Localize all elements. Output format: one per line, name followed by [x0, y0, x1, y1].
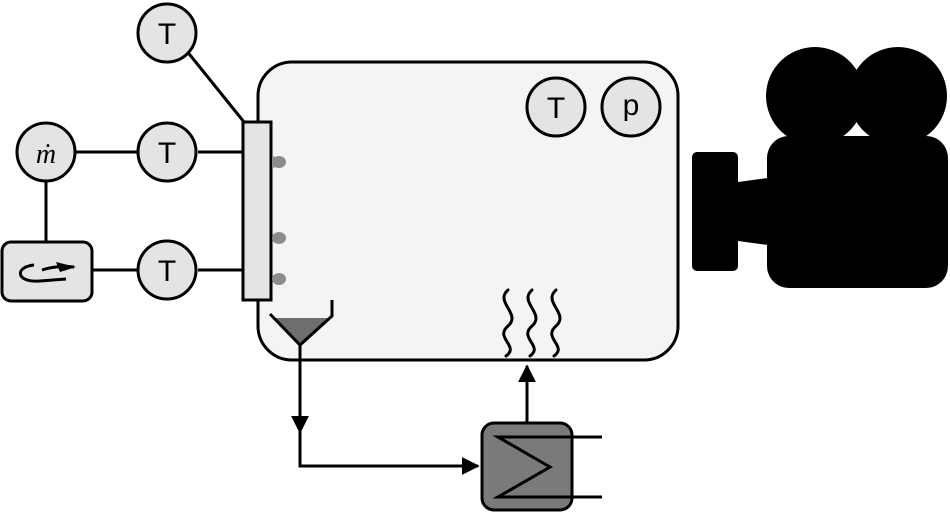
temperature-label: T: [158, 18, 176, 51]
nozzle: [272, 156, 286, 168]
temperature-sensor-return: T: [136, 239, 198, 301]
nozzles: [272, 156, 286, 285]
temperature-label: T: [158, 255, 176, 288]
heat-exchanger-icon: [480, 421, 602, 512]
inlet-manifold: [241, 120, 273, 302]
temperature-label: T: [158, 137, 176, 170]
heat-waves-icon: [502, 288, 562, 358]
temperature-sensor-inlet: T: [136, 121, 198, 183]
chamber-temperature-sensor: T: [525, 76, 587, 138]
temperature-label: T: [547, 92, 565, 125]
drain-line: [291, 345, 480, 475]
collection-funnel-icon: [268, 300, 334, 348]
temperature-sensor-top: T: [136, 2, 198, 64]
mass-flow-sensor: ṁ: [15, 121, 77, 183]
nozzle: [272, 273, 286, 285]
pressure-label: p: [623, 89, 640, 122]
video-camera-icon: [692, 47, 948, 288]
chamber-pressure-sensor: p: [600, 76, 662, 138]
mass-flow-label: ṁ: [36, 139, 56, 170]
nozzle: [272, 232, 286, 244]
connection-lines: [44, 49, 246, 272]
pump-icon: [0, 240, 94, 303]
